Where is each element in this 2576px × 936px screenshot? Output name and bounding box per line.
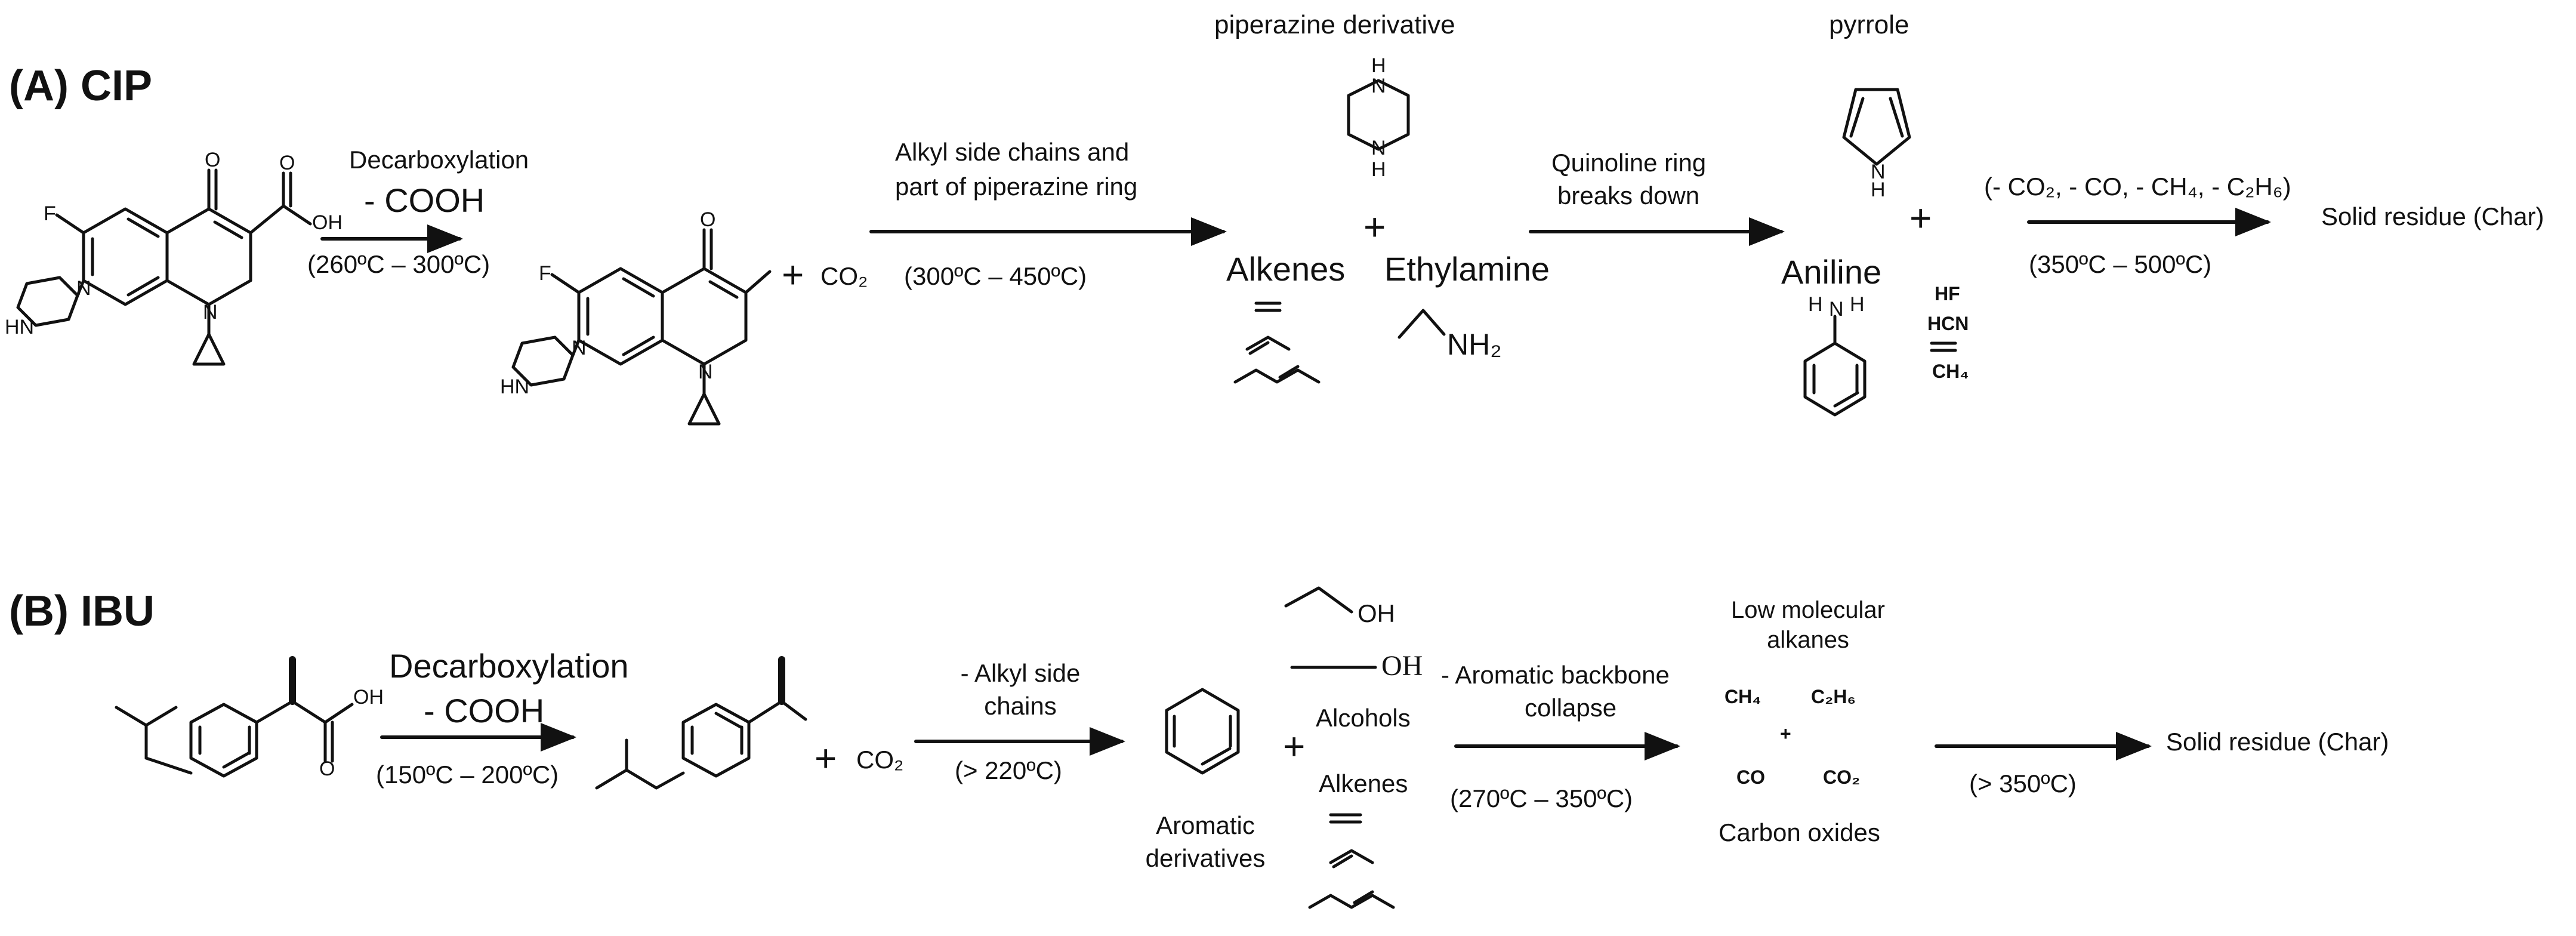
atom-h: H <box>1371 158 1386 181</box>
a-plus-right: + <box>1909 196 1932 239</box>
a-co2: CO₂ <box>820 262 868 290</box>
b-step1-temp: (150ºC – 200ºC) <box>376 761 559 789</box>
c2h6-label: C₂H₆ <box>1811 686 1856 707</box>
atom-hn: HN <box>500 375 530 398</box>
piperazine-label: piperazine derivative <box>1214 10 1455 39</box>
b-step1-group: - COOH <box>424 692 545 729</box>
atom-o: O <box>700 208 716 231</box>
ciprofloxacin-structure <box>16 168 312 366</box>
b-product: Solid residue (Char) <box>2166 728 2389 756</box>
benzene-ring <box>1165 688 1240 775</box>
a-step3-line1: Quinoline ring <box>1551 149 1707 177</box>
aromatic-line2: derivatives <box>1145 844 1266 872</box>
aromatic-line1: Aromatic <box>1156 811 1255 839</box>
nh2-label: NH₂ <box>1447 328 1502 361</box>
a-product: Solid residue (Char) <box>2321 202 2544 230</box>
a-plus-center: + <box>1363 205 1386 248</box>
decarboxylated-cip-structure <box>511 228 772 426</box>
atom-h: H <box>1850 293 1865 316</box>
a-step1-reaction: Decarboxylation <box>349 146 529 174</box>
b-step3-line2: collapse <box>1525 694 1617 722</box>
atom-n: N <box>203 301 218 324</box>
gas-ch4: CH₄ <box>1932 361 1969 382</box>
b-step2-temp: (> 220ºC) <box>955 756 1062 784</box>
alcohols-label: Alcohols <box>1316 704 1411 732</box>
atom-n: N <box>1871 161 1886 183</box>
atom-hn: HN <box>5 316 35 338</box>
alkenes-label: Alkenes <box>1226 250 1346 288</box>
decarboxylated-ibu-structure <box>595 656 807 790</box>
oh-mid: OH <box>1381 650 1423 682</box>
a-step4-temp: (350ºC – 500ºC) <box>2029 250 2212 278</box>
a-step3-line2: breaks down <box>1557 181 1700 210</box>
b-co2: CO₂ <box>856 746 904 774</box>
atom-n: N <box>1829 298 1844 321</box>
gas-hf: HF <box>1935 283 1960 304</box>
b-step3-temp: (270ºC – 350ºC) <box>1450 784 1633 812</box>
b-plus-center: + <box>1283 725 1306 768</box>
b-plus-co2: + <box>815 737 837 780</box>
panel-b-title: (B) IBU <box>9 587 155 635</box>
ethanol-chain <box>1284 586 1353 614</box>
oh-top: OH <box>1358 599 1395 627</box>
low-mol-line1: Low molecular <box>1731 597 1885 623</box>
atom-n: N <box>698 361 713 383</box>
gas-hcn: HCN <box>1927 313 1969 334</box>
b-plus-small: + <box>1780 723 1791 744</box>
atom-o: O <box>319 758 335 780</box>
atom-n: N <box>1371 75 1386 97</box>
co2-b-label: CO₂ <box>1823 766 1861 788</box>
atom-n: N <box>76 277 91 300</box>
atom-n: N <box>572 337 587 359</box>
atom-oh: OH <box>353 686 384 709</box>
a-plus-co2: + <box>782 253 804 296</box>
atom-h: H <box>1371 54 1386 77</box>
ibuprofen-structure <box>115 656 354 778</box>
atom-o: O <box>205 149 221 171</box>
b-step2-line2: chains <box>984 692 1057 720</box>
a-step2-line2: part of piperazine ring <box>895 173 1138 201</box>
atom-h: H <box>1808 293 1823 316</box>
b-step4-temp: (> 350ºC) <box>1969 769 2077 798</box>
alkene-fragments-b <box>1308 813 1395 909</box>
alkene-fragments <box>1233 301 1321 384</box>
b-step1-reaction: Decarboxylation <box>389 647 629 685</box>
atom-f: F <box>539 262 551 285</box>
pyrrole-ring <box>1842 88 1911 166</box>
piperazine-ring <box>1347 79 1410 151</box>
a-step1-group: - COOH <box>364 181 485 219</box>
atom-oh: OH <box>312 211 343 234</box>
ethylamine-label: Ethylamine <box>1384 250 1550 288</box>
b-step2-line1: - Alkyl side <box>960 659 1081 687</box>
atom-h: H <box>1871 178 1886 201</box>
atom-o: O <box>279 152 295 174</box>
ch4-label: CH₄ <box>1724 686 1761 707</box>
aniline-label: Aniline <box>1781 253 1882 291</box>
a-step4-loss: (- CO₂, - CO, - CH₄, - C₂H₆) <box>1984 173 2291 201</box>
b-alkenes-label: Alkenes <box>1319 769 1408 798</box>
a-step2-temp: (300ºC – 450ºC) <box>904 262 1087 290</box>
b-step3-line1: - Aromatic backbone <box>1441 661 1670 689</box>
atom-n: N <box>1371 137 1386 159</box>
carbon-oxides-label: Carbon oxides <box>1719 818 1880 846</box>
pyrrole-label: pyrrole <box>1829 10 1909 39</box>
aniline-structure <box>1803 315 1867 417</box>
low-mol-line2: alkanes <box>1767 627 1849 653</box>
panel-a-title: (A) CIP <box>9 62 152 110</box>
a-step2-line1: Alkyl side chains and <box>895 138 1130 166</box>
co-label: CO <box>1736 766 1765 788</box>
atom-f: F <box>44 202 56 225</box>
a-step1-temp: (260ºC – 300ºC) <box>307 250 490 278</box>
ethylamine-chain <box>1397 309 1446 339</box>
